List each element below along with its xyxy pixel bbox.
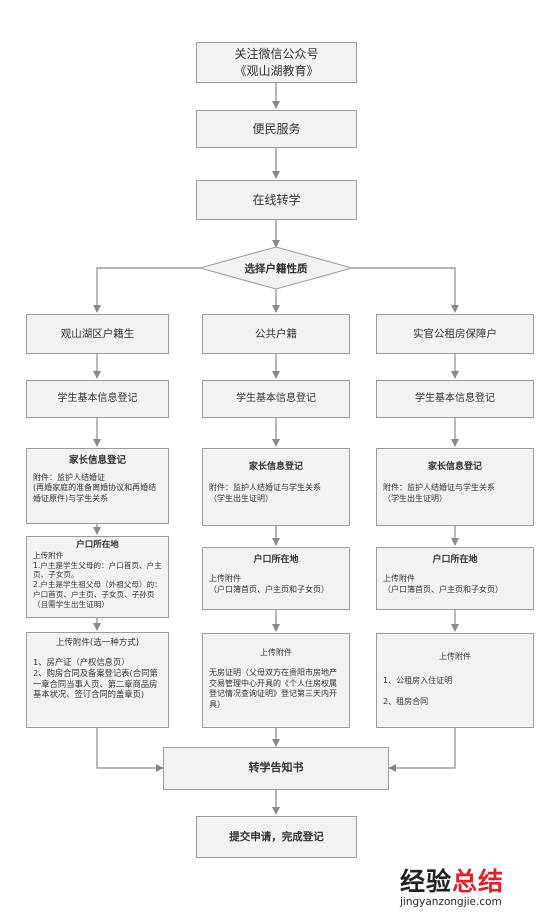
student-info-box-2: 学生基本信息登记 [202,380,350,418]
upload-box-1: 上传附件(选一种方式) 1、房产证（产权信息页） 2、购房合同及备案登记表(合同… [26,632,169,728]
category-local-hukou-label: 观山湖区户籍生 [60,327,135,340]
upload-body-2: 无房证明（父母双方在贵阳市房地产交易管理中心开具的《个人住房权属登记情况查询证明… [209,668,337,709]
student-info-label-1: 学生基本信息登记 [57,393,138,405]
hukou-title-2: 户口所在地 [253,555,299,565]
upload-body-3: 1、公租房入住证明 2、租房合同 [383,676,453,707]
student-info-box-3: 学生基本信息登记 [376,380,534,418]
step-online-transfer-label: 在线转学 [252,192,301,207]
step-follow-wechat-line2: 《观山湖教育》 [234,63,319,78]
hukou-body-1: 上传附件 1.户主是学生父母的：户口首页、户主页、子女页。 2.户主是学生祖父母… [33,551,162,609]
parent-info-box-3: 家长信息登记 附件：监护人结婚证与学生关系 （学生出生证明） [376,448,534,526]
hukou-title-1: 户口所在地 [76,540,119,550]
step-convenience-service: 便民服务 [196,110,357,148]
category-public-hukou: 公共户籍 [202,314,350,354]
hukou-box-1: 户口所在地 上传附件 1.户主是学生父母的：户口首页、户主页、子女页。 2.户主… [26,536,169,618]
decision-diamond [198,246,354,290]
submit-application-box: 提交申请，完成登记 [196,816,357,858]
hukou-title-3: 户口所在地 [432,555,478,565]
hukou-body-3: 上传附件 （户口簿首页、户主页和子女页） [383,574,503,594]
submit-application-label: 提交申请，完成登记 [229,830,324,843]
upload-box-3: 上传附件 1、公租房入住证明 2、租房合同 [376,633,534,728]
hukou-box-3: 户口所在地 上传附件 （户口簿首页、户主页和子女页） [376,547,534,610]
category-public-hukou-label: 公共户籍 [255,327,297,340]
upload-title-2: 上传附件 [260,648,292,657]
parent-info-title-1: 家长信息登记 [68,455,126,466]
hukou-box-2: 户口所在地 上传附件 （户口簿首页、户主页和子女页） [202,547,350,610]
transfer-notice-label: 转学告知书 [248,761,304,775]
parent-info-body-2: 附件：监护人结婚证与学生关系 （学生出生证明） [209,483,321,503]
decision-label: 选择户籍性质 [244,262,308,275]
category-public-rental: 实官公租房保障户 [376,314,534,354]
upload-title-1: 上传附件(选一种方式) [55,638,140,648]
student-info-label-3: 学生基本信息登记 [415,393,495,405]
category-local-hukou: 观山湖区户籍生 [26,314,169,354]
watermark: 经验总结 jingyanzongjie.com [400,862,550,908]
step-follow-wechat: 关注微信公众号 《观山湖教育》 [196,42,357,83]
upload-body-1: 1、房产证（产权信息页） 2、购房合同及备案登记表(合同第一章合同当事人页、第二… [33,657,158,700]
step-convenience-service-label: 便民服务 [252,121,301,136]
upload-title-3: 上传附件 [439,652,471,661]
upload-box-2: 上传附件 无房证明（父母双方在贵阳市房地产交易管理中心开具的《个人住房权属登记情… [202,633,350,728]
student-info-label-2: 学生基本信息登记 [236,393,316,405]
student-info-box-1: 学生基本信息登记 [26,380,169,418]
parent-info-title-3: 家长信息登记 [427,462,482,472]
category-public-rental-label: 实官公租房保障户 [413,327,497,340]
step-follow-wechat-line1: 关注微信公众号 [234,47,319,62]
hukou-body-2: 上传附件 （户口簿首页、户主页和子女页） [209,574,329,594]
watermark-logo-text: 经验总结 [400,867,505,896]
transfer-notice-box: 转学告知书 [163,747,389,790]
parent-info-title-2: 家长信息登记 [248,462,303,472]
parent-info-body-3: 附件：监护人结婚证与学生关系 （学生出生证明） [383,483,495,503]
parent-info-box-1: 家长信息登记 附件：监护人结婚证 (再婚家庭的准备离婚协议和再婚结婚证原件)与学… [26,448,169,524]
parent-info-box-2: 家长信息登记 附件：监护人结婚证与学生关系 （学生出生证明） [202,448,350,526]
step-online-transfer: 在线转学 [196,180,357,220]
parent-info-body-1: 附件：监护人结婚证 (再婚家庭的准备离婚协议和再婚结婚证原件)与学生关系 [33,472,157,503]
watermark-url: jingyanzongjie.com [400,896,502,908]
